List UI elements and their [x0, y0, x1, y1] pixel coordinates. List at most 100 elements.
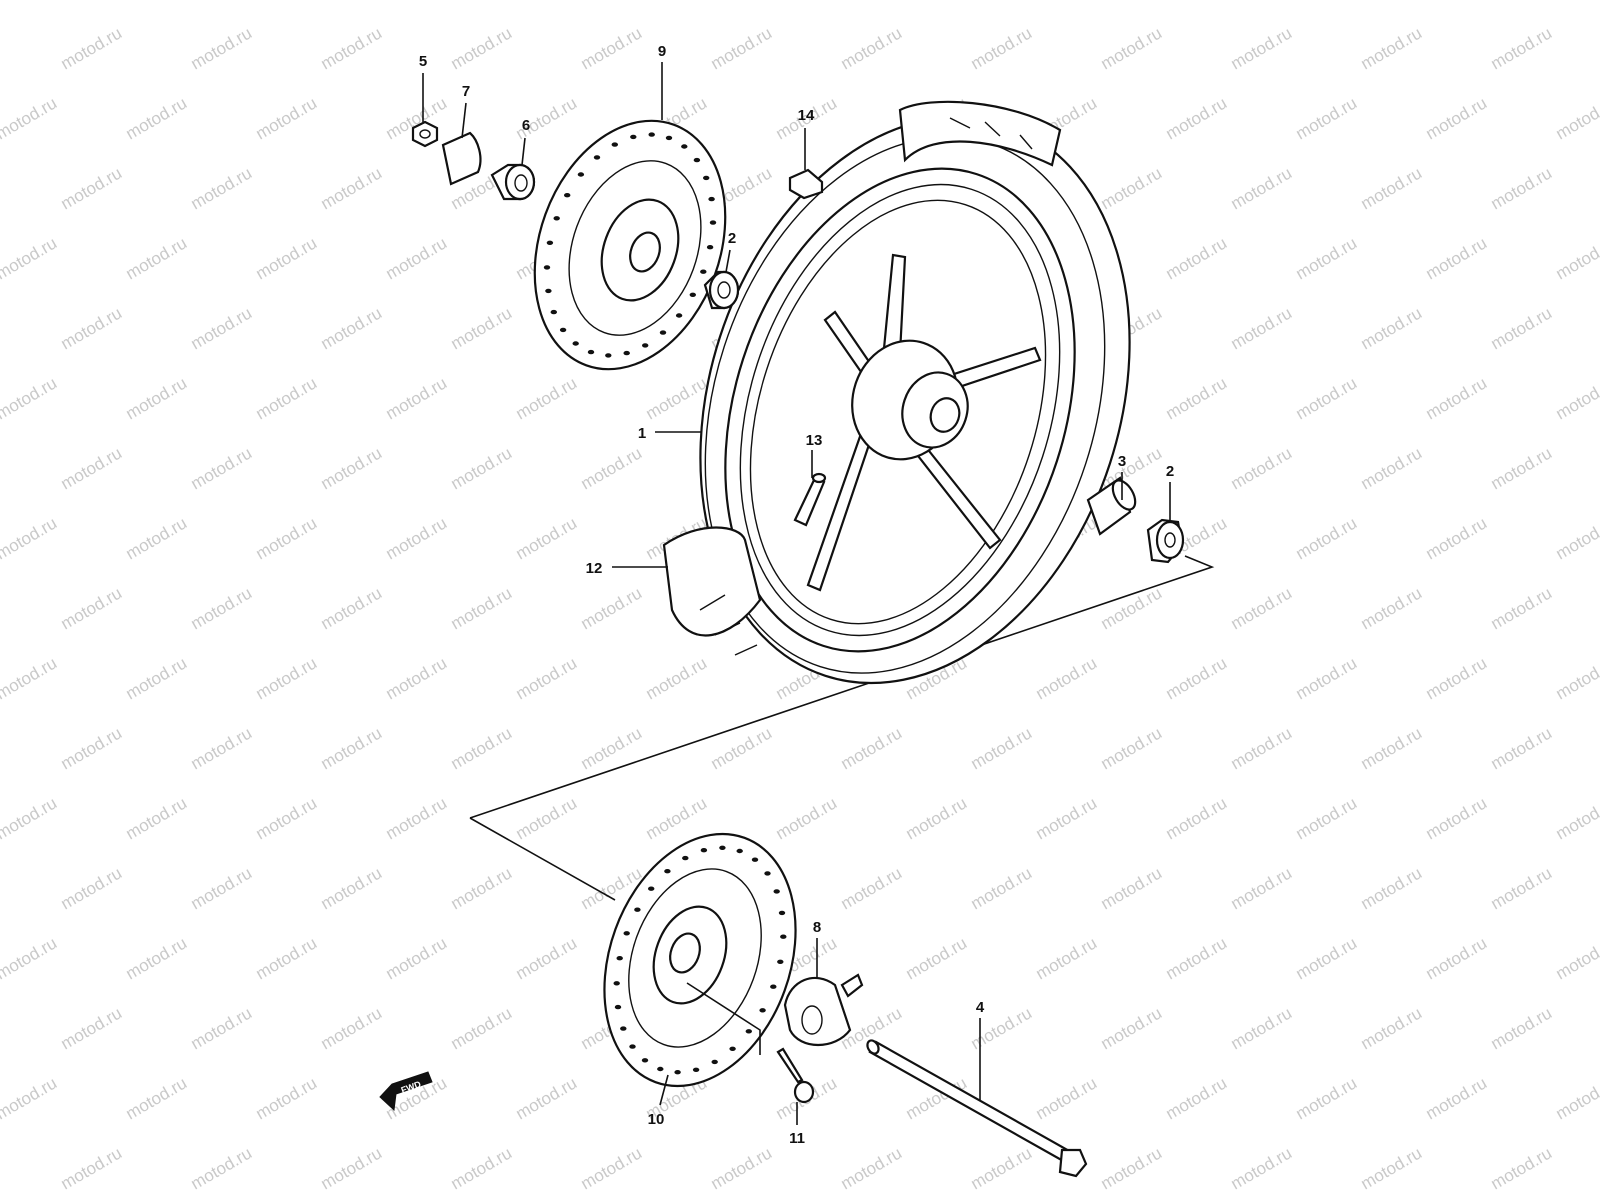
vent-hole: [648, 132, 655, 137]
watermark-text: motod.ru: [968, 23, 1036, 73]
vent-hole: [587, 349, 595, 355]
watermark-text: motod.ru: [578, 583, 646, 633]
watermark-text: motod.ru: [58, 863, 126, 913]
vent-hole: [751, 857, 759, 862]
watermark-text: motod.ru: [578, 723, 646, 773]
watermark-text: motod.ru: [968, 1143, 1036, 1193]
vent-hole: [657, 1066, 664, 1072]
watermark-text: motod.ru: [1358, 1143, 1426, 1193]
watermark-text: motod.ru: [1423, 233, 1491, 283]
watermark-text: motod.ru: [448, 443, 516, 493]
watermark-text: motod.ru: [318, 163, 386, 213]
watermark-text: motod.ru: [968, 863, 1036, 913]
watermark-text: motod.ru: [578, 1143, 646, 1193]
watermark-text: motod.ru: [643, 793, 711, 843]
watermark-text: motod.ru: [123, 93, 191, 143]
watermark-text: motod.ru: [383, 233, 451, 283]
watermark-text: motod.ru: [1163, 93, 1231, 143]
callout-5: 5: [419, 53, 427, 70]
disc-vent-holes: [613, 845, 787, 1075]
vent-hole: [700, 269, 707, 274]
vent-hole: [759, 1008, 766, 1013]
tire-tread-bottom: [662, 526, 762, 637]
callout-labels: 5 7 6 9 2 14 1 13 3 2 12 8 4 10 11: [419, 43, 1174, 1147]
leader-lines: [422, 62, 1171, 1125]
watermark-text: motod.ru: [318, 1143, 386, 1193]
watermark-text: motod.ru: [123, 933, 191, 983]
watermark-text: motod.ru: [1033, 0, 1101, 3]
watermark-text: motod.ru: [1033, 933, 1101, 983]
watermark-text: motod.ru: [1163, 1073, 1231, 1123]
watermark-text: motod.ru: [1358, 1003, 1426, 1053]
vent-hole: [689, 292, 696, 297]
vent-hole: [593, 155, 601, 160]
watermark-text: motod.ru: [513, 0, 581, 3]
watermark-text: motod.ru: [1098, 583, 1166, 633]
watermark-text: motod.ru: [1488, 303, 1556, 353]
vent-hole: [623, 931, 630, 936]
watermark-text: motod.ru: [838, 1143, 906, 1193]
vent-hole: [708, 196, 715, 202]
watermark-text: motod.ru: [448, 1143, 516, 1193]
watermark-text: motod.ru: [318, 443, 386, 493]
callout-10: 10: [648, 1111, 665, 1128]
watermark-text: motod.ru: [58, 1003, 126, 1053]
disc-vent-holes: [543, 132, 717, 358]
callout-6: 6: [522, 117, 530, 134]
watermark-text: motod.ru: [0, 793, 60, 843]
watermark-text: motod.ru: [903, 933, 971, 983]
vent-hole: [543, 265, 551, 270]
watermark-text: motod.ru: [1098, 23, 1166, 73]
watermark-text: motod.ru: [1358, 163, 1426, 213]
vent-hole: [719, 845, 726, 850]
watermark-text: motod.ru: [1488, 723, 1556, 773]
watermark-text: motod.ru: [643, 0, 711, 3]
watermark-text: motod.ru: [1358, 723, 1426, 773]
vent-hole: [630, 134, 637, 140]
watermark-text: motod.ru: [708, 23, 776, 73]
watermark-text: motod.ru: [188, 723, 256, 773]
watermark-text: motod.ru: [448, 23, 516, 73]
vent-hole: [692, 1067, 700, 1073]
watermark-text: motod.ru: [1228, 1143, 1296, 1193]
watermark-text: motod.ru: [188, 583, 256, 633]
watermark-text: motod.ru: [1228, 163, 1296, 213]
watermark-text: motod.ru: [1098, 1143, 1166, 1193]
watermark-text: motod.ru: [318, 1003, 386, 1053]
vent-hole: [605, 353, 612, 358]
watermark-text: motod.ru: [58, 583, 126, 633]
watermark-text: motod.ru: [1228, 23, 1296, 73]
watermark-text: motod.ru: [1423, 373, 1491, 423]
watermark-text: motod.ru: [1098, 163, 1166, 213]
watermark-text: motod.ru: [1163, 653, 1231, 703]
watermark-text: motod.ru: [1553, 513, 1600, 563]
vent-hole: [559, 327, 567, 333]
watermark-text: motod.ru: [383, 653, 451, 703]
watermark-text: motod.ru: [1228, 443, 1296, 493]
watermark-text: motod.ru: [123, 0, 191, 3]
watermark-text: motod.ru: [1228, 723, 1296, 773]
vent-hole: [611, 142, 618, 147]
watermark-text: motod.ru: [1488, 1143, 1556, 1193]
vent-hole: [777, 959, 784, 964]
watermark-text: motod.ru: [188, 163, 256, 213]
vent-hole: [665, 135, 673, 141]
watermark-text: motod.ru: [513, 1073, 581, 1123]
callout-1: 1: [638, 425, 646, 442]
watermark-text: motod.ru: [253, 373, 321, 423]
vent-hole: [700, 848, 708, 853]
rim-inner: [739, 183, 1061, 637]
watermark-text: motod.ru: [383, 513, 451, 563]
watermark-text: motod.ru: [1553, 933, 1600, 983]
watermark-text: motod.ru: [0, 513, 60, 563]
watermark-text: motod.ru: [578, 443, 646, 493]
watermark-text: motod.ru: [448, 1003, 516, 1053]
watermark-text: motod.ru: [0, 653, 60, 703]
watermark-text: motod.ru: [1488, 863, 1556, 913]
hub-hardware: [411, 120, 536, 201]
vent-hole: [623, 350, 630, 356]
watermark-text: motod.ru: [383, 373, 451, 423]
vent-hole: [780, 934, 787, 939]
watermark-text: motod.ru: [903, 0, 971, 3]
